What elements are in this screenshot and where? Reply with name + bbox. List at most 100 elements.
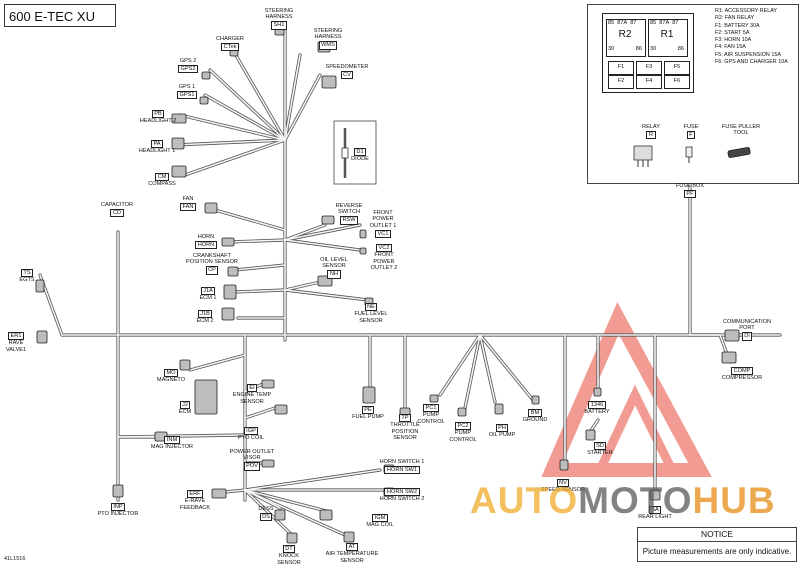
fuse-slot[interactable]: F6 xyxy=(664,75,690,89)
connector-plug-icon[interactable] xyxy=(171,165,187,178)
connector-code: TS xyxy=(20,268,34,277)
connector-plug-icon[interactable] xyxy=(286,532,298,544)
connector-code: CP xyxy=(205,266,219,275)
connector-plug-icon[interactable] xyxy=(199,96,209,105)
connector-plug-icon[interactable] xyxy=(319,509,333,521)
connector-desc: GPS 2 xyxy=(179,58,197,64)
connector-desc: HEADLIGHT 1 xyxy=(138,148,176,155)
connector-code: HORN SW2 xyxy=(384,487,420,496)
connector-plug-icon[interactable] xyxy=(35,279,45,293)
connector-plug-icon[interactable] xyxy=(359,247,367,255)
connector-plug-icon[interactable] xyxy=(585,429,596,441)
connector-plug-icon[interactable] xyxy=(649,489,661,501)
harness-wire-core-15 xyxy=(284,239,361,251)
connector-plug-icon[interactable] xyxy=(261,379,275,389)
harness-wire-core-4 xyxy=(284,54,301,141)
connector-code: NV xyxy=(556,478,570,487)
connector-plug-icon[interactable] xyxy=(194,379,218,415)
connector-plug-icon[interactable] xyxy=(211,488,227,499)
connector-plug-icon[interactable] xyxy=(112,484,124,498)
harness-wire-core-12 xyxy=(284,224,326,241)
fuse-slot[interactable]: F1 xyxy=(608,61,634,75)
connector-plug-icon[interactable] xyxy=(721,351,737,364)
fuse-slot[interactable]: F4 xyxy=(636,75,662,89)
connector-code: 1346 xyxy=(588,400,606,409)
connector-plug-icon[interactable] xyxy=(223,284,237,300)
harness-wire-core-28 xyxy=(244,407,276,419)
fuse-slot[interactable]: F5 xyxy=(664,61,690,75)
legend-f5: F5: AIR SUSPENSION 15A xyxy=(715,51,781,58)
connector-plug-icon[interactable] xyxy=(179,359,191,371)
connector-plug-icon[interactable] xyxy=(429,394,439,403)
connector-plug-icon[interactable] xyxy=(221,307,235,321)
connector-plug-icon[interactable] xyxy=(204,202,218,214)
connector-plug-icon[interactable] xyxy=(274,404,288,415)
relay-pin-label: 30 xyxy=(650,46,657,52)
connector-plug-icon[interactable] xyxy=(724,329,740,342)
fuse-slot[interactable]: F3 xyxy=(636,61,662,75)
connector-plug-icon[interactable] xyxy=(321,75,337,89)
connector-code: GPS2 xyxy=(178,64,198,74)
connector-plug-icon[interactable] xyxy=(221,237,235,247)
connector-plug-icon[interactable] xyxy=(36,330,48,344)
connector-desc: POWER xyxy=(372,216,394,223)
connector-desc: ECM xyxy=(178,409,192,416)
notice-text: Picture measurements are only indicative… xyxy=(642,547,792,556)
connector-plug-icon[interactable] xyxy=(494,403,504,415)
connector-code: HORN SW1 xyxy=(384,465,420,475)
connector-desc: SPEED SENSOR xyxy=(540,487,586,494)
connector-plug-icon[interactable] xyxy=(343,531,355,543)
connector-desc: OIL LEVEL xyxy=(320,257,348,263)
legend-f4: F4: FAN 15A xyxy=(715,44,746,51)
connector-plug-icon[interactable] xyxy=(201,71,211,80)
connector-desc: FUEL LEVEL xyxy=(354,311,388,318)
connector-plug-icon[interactable] xyxy=(362,386,376,404)
connector-desc: STEERING xyxy=(264,8,294,14)
connector-plug-icon[interactable] xyxy=(227,266,239,277)
connector-plug-icon[interactable] xyxy=(171,137,185,150)
fuse-box-label: FUSE BOX PF xyxy=(670,183,710,199)
connector-desc: HORN xyxy=(197,234,215,240)
connector-code: CD xyxy=(110,208,124,218)
connector-desc: COMPRESSOR xyxy=(721,375,763,382)
connector-plug-icon[interactable] xyxy=(559,459,569,471)
connector-desc: CRANKSHAFT xyxy=(193,253,231,259)
connector-code: TP xyxy=(398,413,412,422)
harness-wire-core-44 xyxy=(244,489,293,536)
connector-desc: STEERING xyxy=(313,28,343,34)
connector-plug-icon[interactable] xyxy=(274,509,286,521)
diagram-title: 600 E-TEC XU xyxy=(4,4,116,27)
connector-plug-icon[interactable] xyxy=(359,229,367,239)
connector-plug-icon[interactable] xyxy=(261,459,275,468)
connector-plug-icon[interactable] xyxy=(457,407,467,417)
connector-desc: THROTTLE xyxy=(390,422,420,429)
connector-plug-icon[interactable] xyxy=(593,387,602,397)
connector-desc: HARNESS xyxy=(314,34,342,41)
connector-plug-icon[interactable] xyxy=(171,113,187,124)
connector-desc: FRONT xyxy=(374,252,394,259)
connector-desc: ENGINE TEMP xyxy=(232,392,272,399)
connector-plug-icon[interactable] xyxy=(321,215,335,225)
relay-legend-label: RELAY xyxy=(642,124,660,130)
relay-icon xyxy=(633,145,653,167)
legend-f2: F2: START 5A xyxy=(715,29,750,36)
connector-code: IGP xyxy=(243,426,259,435)
fuse-slot[interactable]: F2 xyxy=(608,75,634,89)
connector-plug-icon[interactable] xyxy=(531,395,540,405)
connector-desc: OUTLET 2 xyxy=(370,265,398,272)
connector-code: VC2 xyxy=(376,243,392,252)
relay-pin-label: 87A xyxy=(617,20,628,26)
connector-desc: COMPASS xyxy=(148,181,176,188)
